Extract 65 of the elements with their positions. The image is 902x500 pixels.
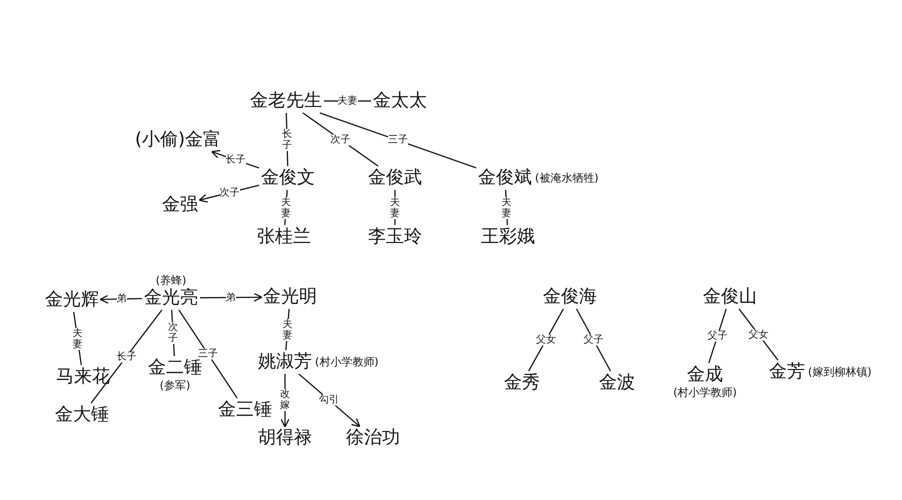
edge-label: 父女 — [748, 329, 768, 340]
relation-line — [528, 308, 564, 372]
person-name: 金俊山 — [703, 287, 757, 307]
person-name: 金俊斌 — [478, 168, 532, 188]
relation-arrow — [298, 373, 360, 428]
edge-label: 夫妻 — [72, 328, 82, 350]
person-name: 张桂兰 — [257, 227, 311, 247]
person-note: (被淹水牺牲) — [535, 170, 599, 186]
person-name: 金成 — [687, 365, 723, 385]
edge-label: 夫妻 — [338, 96, 358, 106]
relation-line — [90, 310, 162, 404]
person-name: 金俊武 — [368, 168, 422, 188]
person-name: 金俊文 — [261, 168, 315, 188]
edge-label: 父女 — [536, 334, 556, 346]
edge-label: 父子 — [584, 334, 604, 346]
relation-line — [576, 308, 612, 372]
person-name: 金光亮 — [144, 288, 198, 308]
edge-label: 夫妻 — [282, 318, 292, 340]
edge-label: 夫妻 — [281, 196, 291, 218]
person-name: 金二锤 — [148, 358, 202, 378]
person-name: 金光明 — [263, 287, 317, 307]
edge-label: 弟 — [226, 292, 236, 303]
person-name: 金波 — [599, 373, 635, 393]
person-name: 胡得禄 — [258, 428, 312, 448]
edge-label: 夫妻 — [390, 196, 400, 218]
relation-line — [738, 308, 778, 360]
edge-label: 次子 — [220, 187, 240, 198]
person-note: (村小学教师) — [673, 384, 737, 400]
person-note: (养蜂) — [156, 273, 186, 288]
edge-label: 勾引 — [319, 394, 339, 406]
edge-label: 弟 — [116, 294, 126, 304]
person-name: 徐治功 — [346, 428, 400, 448]
relation-line — [302, 112, 378, 167]
relation-line — [324, 100, 371, 102]
person-name: 金老先生 — [250, 91, 322, 111]
relation-arrow — [200, 292, 262, 302]
person-note: (嫁到柳林镇) — [808, 364, 872, 380]
person-name: 金芳 — [769, 362, 805, 382]
person-name: 李玉玲 — [368, 227, 422, 247]
person-name: 马来花 — [56, 367, 110, 387]
person-name: 金光辉 — [45, 290, 99, 310]
relation-line — [178, 310, 238, 398]
edge-label: 长子 — [282, 128, 292, 150]
edge-label: 改嫁 — [280, 389, 290, 411]
edge-label: 三子 — [198, 348, 218, 360]
edge-label: 长子 — [116, 351, 136, 362]
edge-label: 次子 — [330, 134, 350, 145]
person-note: (村小学教师) — [315, 354, 379, 370]
person-name: 金大锤 — [55, 405, 109, 425]
edge-label: 父子 — [708, 330, 728, 342]
relation-line — [320, 112, 476, 168]
edge-label: 夫妻 — [502, 196, 512, 218]
person-name: 金强 — [162, 195, 198, 215]
person-name: 金三锤 — [218, 400, 272, 420]
person-note: (参军) — [160, 378, 190, 393]
person-name: (小偷)金富 — [134, 130, 222, 150]
person-name: 金俊海 — [543, 287, 597, 307]
person-name: 金太太 — [373, 91, 427, 111]
person-name: 姚淑芳 — [258, 352, 312, 372]
edge-label: 长子 — [226, 154, 246, 166]
relation-line — [708, 308, 727, 364]
edge-label: 次子 — [168, 322, 178, 344]
edge-label: 三子 — [388, 134, 408, 146]
person-name: 王彩娥 — [481, 227, 535, 247]
person-name: 金秀 — [504, 373, 540, 393]
